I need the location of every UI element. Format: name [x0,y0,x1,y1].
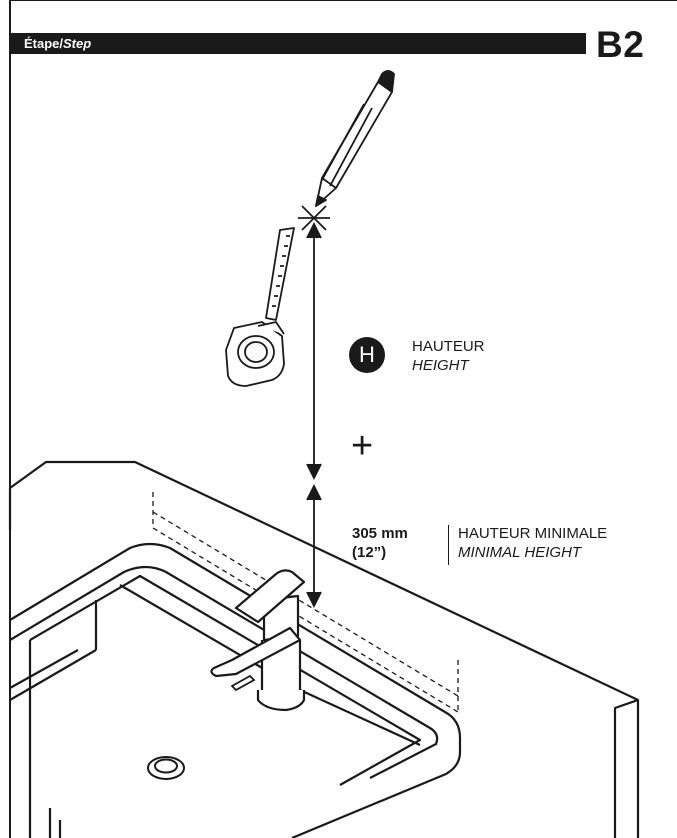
step-header-bar [9,33,586,54]
plus-sign: + [351,425,374,467]
callout-separator [448,525,449,565]
pencil-icon [315,70,395,207]
min-height-value-in: (12”) [352,544,387,561]
tape-measure-icon [225,227,295,387]
page-frame-left [9,0,11,838]
step-label-en: Step [63,36,92,51]
overflow-icon [230,674,256,692]
page-frame-top [9,0,677,1]
height-label-en: HEIGHT [412,357,469,374]
height-badge: H [349,337,385,373]
drain-icon [147,756,185,780]
faucet-icon [210,569,306,712]
step-label: Étape/Step [24,35,91,52]
countertop [8,460,640,838]
step-code: B2 [596,24,645,65]
alignment-dashes [152,492,459,713]
cross-mark-icon [298,205,330,231]
height-label-fr: HAUTEUR [412,338,485,355]
sink-basin-icon [9,542,462,838]
min-height-label-fr: HAUTEUR MINIMALE [458,525,608,542]
height-dimension-line [306,221,322,609]
step-label-fr: Étape/ [24,36,64,51]
min-height-value-mm: 305 mm [352,525,408,542]
min-height-label-en: MINIMAL HEIGHT [458,544,582,561]
